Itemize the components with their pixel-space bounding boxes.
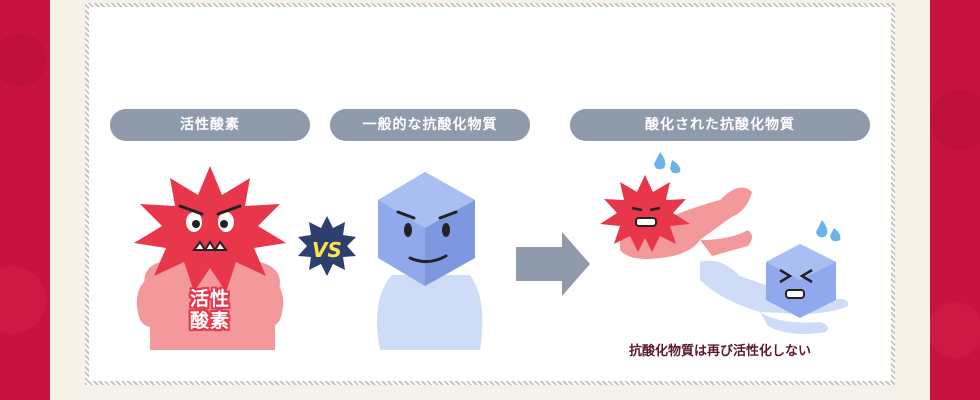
sweat-drop-icon <box>816 220 828 238</box>
right-arrow-icon <box>516 232 590 296</box>
label-antioxidant: 一般的な抗酸化物質 <box>330 109 530 141</box>
oxidized-radical-character <box>600 175 752 259</box>
vs-text: VS <box>312 238 342 262</box>
label-free-radical: 活性酸素 <box>110 109 310 141</box>
sweat-drop-icon <box>830 228 841 242</box>
radical-body-label: 活性 酸素 <box>175 288 245 332</box>
free-radical-character <box>134 166 286 350</box>
radical-body-label-line1: 活性 <box>189 288 230 310</box>
vs-badge-icon <box>298 216 356 276</box>
radical-body-label-line2: 酸素 <box>189 310 230 332</box>
antioxidant-character <box>376 172 483 350</box>
oxidized-antioxidant-character <box>700 244 849 334</box>
sweat-drop-icon <box>654 152 666 170</box>
sweat-drop-icon <box>670 160 681 174</box>
label-oxidized-antioxidant: 酸化された抗酸化物質 <box>570 109 870 141</box>
caption: 抗酸化物質は再び活性化しない <box>628 344 811 359</box>
